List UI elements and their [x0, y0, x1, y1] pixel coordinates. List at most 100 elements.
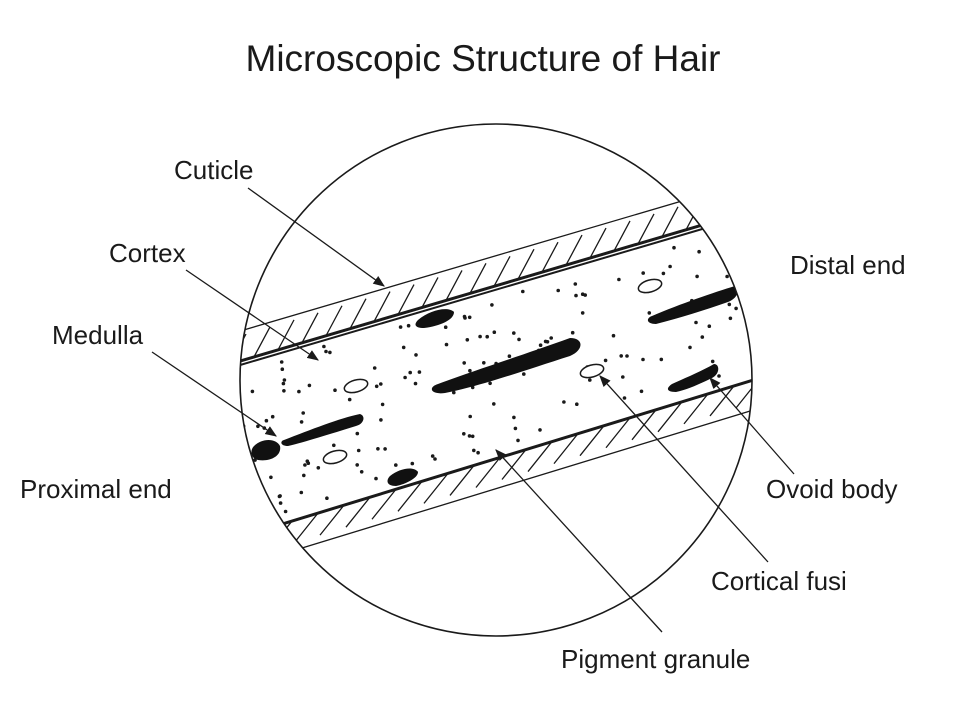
pigment-granule-dot: [379, 382, 383, 386]
pigment-granule-dot: [417, 370, 422, 374]
pigment-granule-dot: [359, 470, 364, 474]
pigment-granule-dot: [356, 448, 361, 453]
pigment-granule-dot: [588, 378, 592, 382]
label-ovoid-body: Ovoid body: [766, 474, 898, 504]
pigment-granule-dot: [333, 388, 337, 393]
pigment-granule-leader: [495, 449, 663, 633]
microscope-field-circle: [239, 123, 753, 637]
pigment-granule-dot: [408, 370, 413, 375]
pigment-granule-dot: [574, 293, 578, 298]
pigment-granule-dot: [283, 509, 288, 514]
pigment-granule-dot: [444, 342, 449, 347]
pigment-granule-dot: [470, 434, 475, 439]
pigment-granule-dot: [512, 415, 516, 420]
pigment-granule-dot: [538, 428, 542, 432]
pigment-granule-dot: [538, 343, 543, 348]
pigment-granule-dot: [482, 361, 486, 365]
ovoid-body-shape: [579, 363, 605, 379]
pigment-granule-dot: [621, 375, 625, 379]
pigment-granule-dot: [672, 245, 676, 250]
pigment-granule-dot: [468, 368, 472, 373]
pigment-granule-dot: [512, 331, 516, 335]
pigment-granule-dot: [242, 485, 247, 490]
label-distal-end: Distal end: [790, 250, 906, 280]
pigment-granule-dot: [522, 372, 526, 376]
pigment-granule-dot: [659, 357, 664, 362]
medulla-fragment: [415, 309, 454, 328]
pigment-granule-dot: [383, 447, 387, 451]
pigment-granule-dot: [403, 375, 407, 380]
pigment-granule-dot: [492, 330, 497, 335]
pigment-granule-dot: [490, 303, 494, 307]
pigment-granule-dot: [619, 354, 623, 358]
pigment-granule-dot: [694, 320, 698, 325]
pigment-granule-dot: [270, 414, 275, 419]
pigment-granule-dot: [303, 463, 307, 467]
pigment-granule-dot: [707, 324, 712, 329]
pigment-granule-dot: [374, 384, 379, 389]
pigment-granule-dot: [355, 463, 360, 467]
pigment-granule-dot: [517, 337, 521, 342]
leader-lines: [151, 187, 795, 633]
pigment-granule-dot: [543, 339, 548, 344]
pigment-granule-dot: [467, 315, 472, 320]
ovoid-body-shape: [637, 278, 663, 294]
cuticle-outer-edge-top: [240, 206, 752, 366]
pigment-granule-dot: [410, 461, 415, 466]
pigment-granule-dot: [521, 289, 525, 294]
pigment-granule-dot: [462, 432, 466, 436]
pigment-granule-dot: [301, 411, 306, 415]
pigment-granule-dot: [492, 402, 496, 406]
ovoid-body-shape: [322, 449, 348, 465]
pigment-granule-dot: [406, 323, 411, 328]
medulla-fragment: [281, 414, 364, 446]
pigment-granule-dot: [485, 334, 490, 339]
pigment-granule-dot: [332, 443, 336, 448]
pigment-granule-dot: [328, 350, 332, 355]
pigment-granule-dot: [380, 402, 385, 407]
cuticle-leader: [247, 187, 385, 287]
medulla-fragments: [251, 286, 738, 486]
pigment-granule-dot: [305, 459, 310, 464]
medulla-fragment: [251, 440, 281, 461]
pigment-granule-dot: [725, 254, 730, 258]
hair-shaft: [240, 177, 752, 571]
pigment-granule-dot: [374, 476, 378, 481]
label-proximal-end: Proximal end: [20, 474, 172, 504]
pigment-granule-dot: [647, 311, 652, 315]
pigment-granule-dot: [625, 354, 629, 358]
pigment-granule-dot: [299, 490, 304, 495]
pigment-granule-dot: [639, 389, 644, 394]
pigment-granule-dot: [583, 293, 587, 297]
ovoid-body-shape: [343, 378, 369, 394]
label-cuticle: Cuticle: [174, 155, 254, 185]
pigment-granule-dot: [573, 282, 578, 286]
pigment-granule-dot: [465, 338, 470, 342]
pigment-granule-dot: [463, 316, 467, 320]
pigment-granule-dot: [472, 448, 476, 453]
pigment-granule-dot: [478, 334, 482, 339]
pigment-granule-dot: [250, 389, 255, 394]
pigment-granule-dot: [277, 494, 282, 499]
medulla-leader: [151, 351, 277, 437]
pigment-granule-dot: [710, 359, 715, 364]
pigment-granule-dot: [668, 264, 672, 269]
pigment-granule-dot: [324, 349, 328, 354]
pigment-granule-dot: [727, 302, 732, 307]
cuticle-inner-edge-bottom: [240, 376, 752, 542]
pigment-granule-dot: [401, 345, 406, 350]
pigment-granule-dot: [325, 496, 329, 501]
cortical-fusi-leader: [599, 375, 769, 563]
pigment-granule-dot: [695, 274, 699, 279]
pigment-granule-dot: [725, 274, 729, 279]
pigment-granule-dot: [394, 463, 398, 467]
pigment-granule-dot: [307, 383, 312, 388]
pigment-granule-dot: [282, 378, 287, 382]
pigment-granule-dot: [603, 358, 608, 363]
medulla-fragment: [387, 468, 418, 486]
pigment-granule-dot: [302, 473, 306, 478]
pigment-granule-dot: [278, 501, 283, 505]
pigment-granule-dot: [580, 311, 585, 315]
pigment-granule-dot: [379, 418, 383, 422]
pigment-granule-dot: [641, 357, 645, 362]
